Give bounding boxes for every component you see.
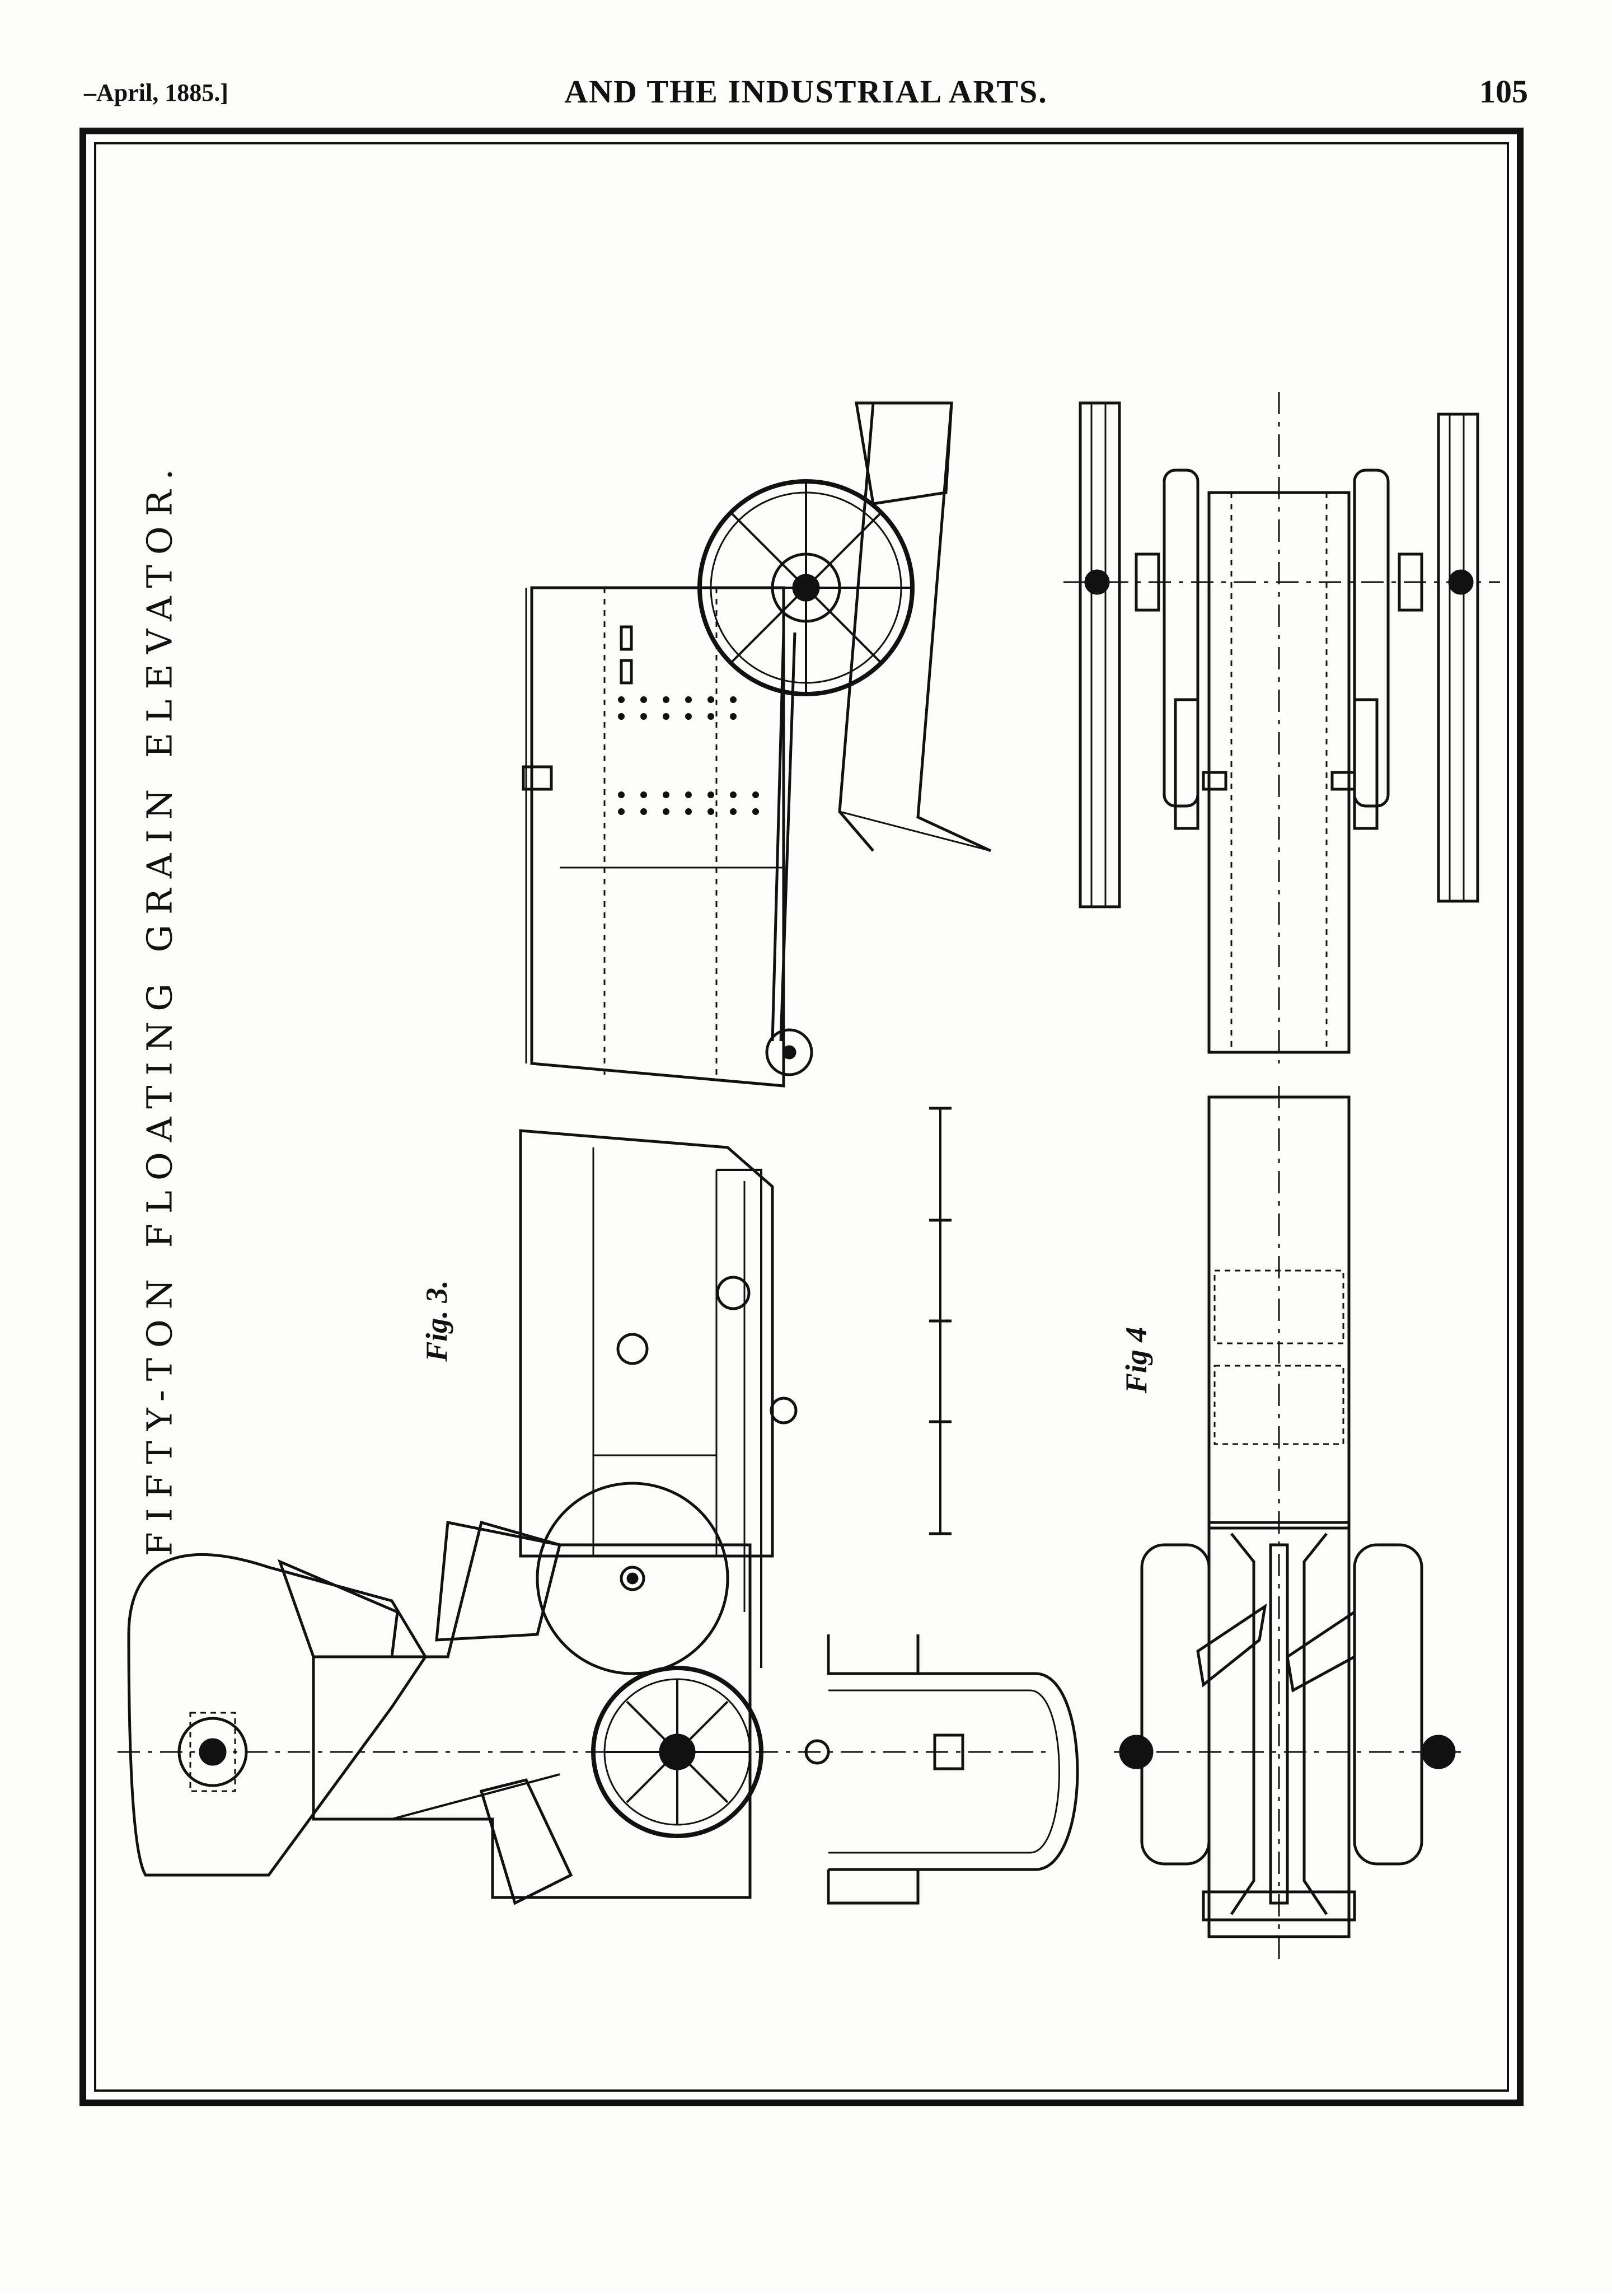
plate-title: FIFTY-TON FLOATING GRAIN ELEVATOR. (139, 458, 180, 1557)
fig3-lower-elevation (118, 1129, 1079, 1905)
fig4-lower-plan (1114, 1086, 1461, 1959)
issue-date: –April, 1885.] (84, 79, 228, 106)
figure-label-4: Fig 4 (1119, 1327, 1153, 1394)
plate-frame-outer (79, 128, 1524, 2106)
scale-bar (929, 1107, 952, 1535)
figure-label-3: Fig. 3. (420, 1280, 453, 1362)
journal-title: AND THE INDUSTRIAL ARTS. (564, 73, 1048, 110)
running-header: –April, 1885.] AND THE INDUSTRIAL ARTS. … (84, 73, 1528, 118)
plate-frame-inner (94, 142, 1509, 2092)
page-number: 105 (1479, 73, 1528, 110)
fig3-upper-boom (522, 401, 992, 1088)
fig4-upper-plan (1063, 392, 1500, 1063)
